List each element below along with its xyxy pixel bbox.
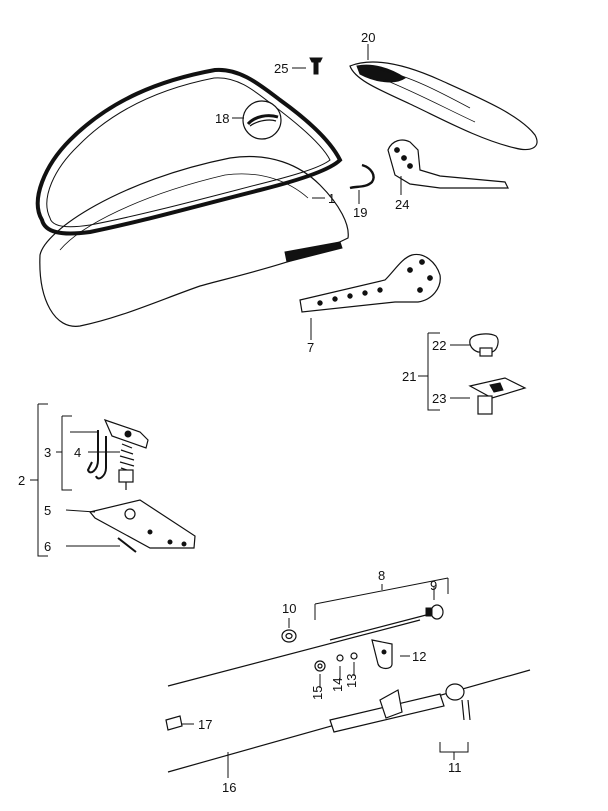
callout-6: 6 (44, 539, 51, 554)
callout-15: 15 (310, 686, 325, 700)
washer-part-14 (336, 654, 344, 662)
callout-24: 24 (395, 197, 409, 212)
callout-16: 16 (222, 780, 236, 795)
hinge-part-24 (387, 139, 509, 189)
lock-bracket-part-3 (86, 418, 149, 480)
seal-detail-circle (242, 100, 282, 140)
callout-11: 11 (448, 760, 462, 775)
part-23 (468, 377, 527, 415)
callout-12: 12 (412, 649, 426, 664)
callout-4: 4 (74, 445, 81, 460)
hood-seal (35, 67, 343, 236)
callout-13: 13 (344, 674, 359, 688)
leader-lines (30, 44, 470, 778)
bracket-part-12 (371, 639, 393, 670)
callout-25: 25 (274, 61, 288, 76)
hinge-cover (349, 61, 538, 151)
clip-part-17 (165, 715, 183, 731)
callout-8: 8 (378, 568, 385, 583)
callout-18: 18 (215, 111, 229, 126)
body-panel-line-upper (167, 619, 421, 687)
nut-part-15 (314, 660, 326, 672)
callout-9: 9 (430, 578, 437, 593)
part-22 (469, 333, 499, 357)
lock-plate-part-5 (88, 499, 196, 549)
screw-part (309, 57, 323, 75)
cable (329, 613, 431, 641)
hood-lid (39, 155, 349, 327)
callout-2: 2 (18, 473, 25, 488)
callout-7: 7 (307, 340, 314, 355)
lock-cylinder-part-11 (329, 683, 471, 733)
pin-part-6 (117, 537, 137, 553)
callout-20: 20 (361, 30, 375, 45)
callout-3: 3 (44, 445, 51, 460)
grommet-part-10 (281, 629, 297, 643)
callout-22: 22 (432, 338, 446, 353)
callout-1: 1 (328, 191, 335, 206)
callout-21: 21 (402, 369, 416, 384)
callout-5: 5 (44, 503, 51, 518)
spring-part-4 (118, 443, 135, 490)
callout-10: 10 (282, 601, 296, 616)
callout-17: 17 (198, 717, 212, 732)
callout-14: 14 (330, 678, 345, 692)
clip-part (349, 163, 375, 190)
hinge-arm (299, 253, 441, 313)
cable-knob-part-9 (425, 604, 444, 620)
washer-part-13 (350, 652, 358, 660)
callout-23: 23 (432, 391, 446, 406)
callout-labels: 1 2 3 4 5 6 7 8 9 10 11 12 13 14 15 16 1… (18, 30, 462, 795)
callout-19: 19 (353, 205, 367, 220)
